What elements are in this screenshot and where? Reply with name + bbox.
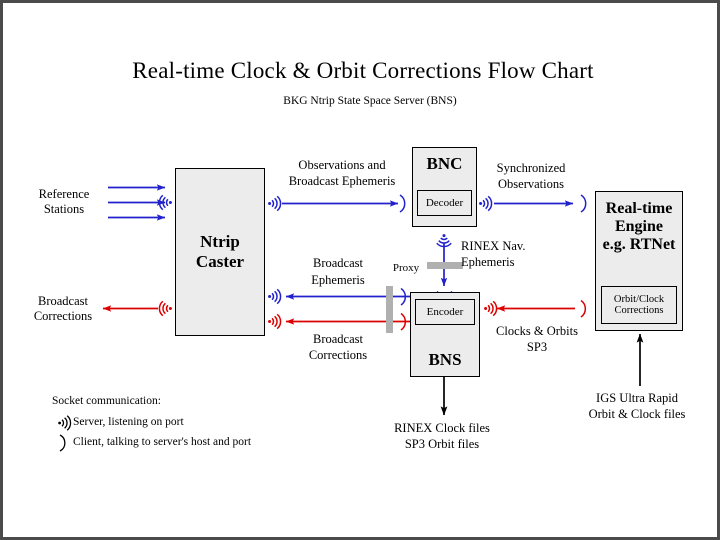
proxy-label: Proxy [392,262,420,274]
legend-client-label: Client, talking to server's host and por… [73,436,252,448]
socket-client-icon [399,194,406,213]
legend-title: Socket communication: [52,395,161,407]
broadcast-corrections-left-label-line2: Corrections [33,309,93,323]
socket-server-icon [268,195,282,212]
broadcast-corrections-mid-label-line1: Broadcast [313,332,363,346]
socket-client-icon [580,299,587,318]
broadcast-corrections-mid-label-line2: Corrections [308,348,368,362]
rt-engine-label-line3: e.g. RTNet [602,236,676,253]
igs-files-label-line1: IGS Ultra Rapid [596,391,678,405]
rinex-files-label-line1: RINEX Clock files [394,421,490,435]
socket-client-icon [400,312,407,331]
orbit-clock-line2: Corrections [614,305,664,316]
rt-engine-label-line2: Engine [614,218,663,235]
broadcast-corrections-left-label-line1: Broadcast [38,294,88,308]
socket-server-icon [268,313,282,330]
bns-label: BNS [428,350,462,369]
orbit-clock-corrections-subbox[interactable]: Orbit/Clock Corrections [601,286,677,324]
flowchart-canvas [58,184,644,452]
legend-client-icon [59,434,66,452]
rinex-nav-label-line2: Ephemeris [461,255,515,269]
observations-label-line1: Observations and [298,158,386,172]
page-subtitle: BKG Ntrip State Space Server (BNS) [283,95,457,107]
rinex-files-label-line2: SP3 Orbit files [404,437,480,451]
reference-stations-label-line2: Stations [43,202,85,216]
rinex-nav-label-line1: RINEX Nav. [461,239,526,253]
rt-engine-label-line1: Real-time [605,200,673,217]
socket-server-icon [436,234,452,248]
bnc-decoder-subbox[interactable]: Decoder [417,190,472,216]
legend-server-label: Server, listening on port [73,416,184,428]
socket-server-icon [484,300,498,317]
proxy-bar-horizontal [427,262,463,269]
bnc-label: BNC [426,154,463,173]
clocks-orbits-label-line2: SP3 [526,340,548,354]
broadcast-ephemeris-label-line1: Broadcast [313,256,363,270]
synchronized-observations-label-line2: Observations [498,177,564,191]
legend-server-icon [58,415,72,431]
socket-server-icon [158,300,172,317]
bns-encoder-subbox[interactable]: Encoder [415,299,475,325]
bnc-decoder-label: Decoder [425,197,464,209]
ntrip-caster-box[interactable]: Ntrip Caster [175,168,265,336]
reference-stations-label-line1: Reference [38,187,90,201]
ntrip-caster-label-line1: Ntrip [200,232,240,251]
socket-server-icon [158,194,172,211]
ntrip-caster-label-line2: Caster [195,252,245,271]
proxy-bar-vertical [386,286,393,333]
observations-label-line2: Broadcast Ephemeris [288,174,396,188]
page-title: Real-time Clock & Orbit Corrections Flow… [132,58,594,83]
socket-server-icon [268,288,282,305]
orbit-clock-line1: Orbit/Clock [613,294,665,305]
igs-files-label-line2: Orbit & Clock files [588,407,686,421]
socket-client-icon [400,287,407,306]
reference-station-arrows [108,184,166,221]
clocks-orbits-label-line1: Clocks & Orbits [496,324,578,338]
synchronized-observations-label-line1: Synchronized [496,161,566,175]
socket-server-icon [479,195,493,212]
broadcast-ephemeris-label-line2: Ephemeris [311,273,365,287]
bns-encoder-label: Encoder [426,306,464,318]
socket-client-icon [580,194,587,213]
